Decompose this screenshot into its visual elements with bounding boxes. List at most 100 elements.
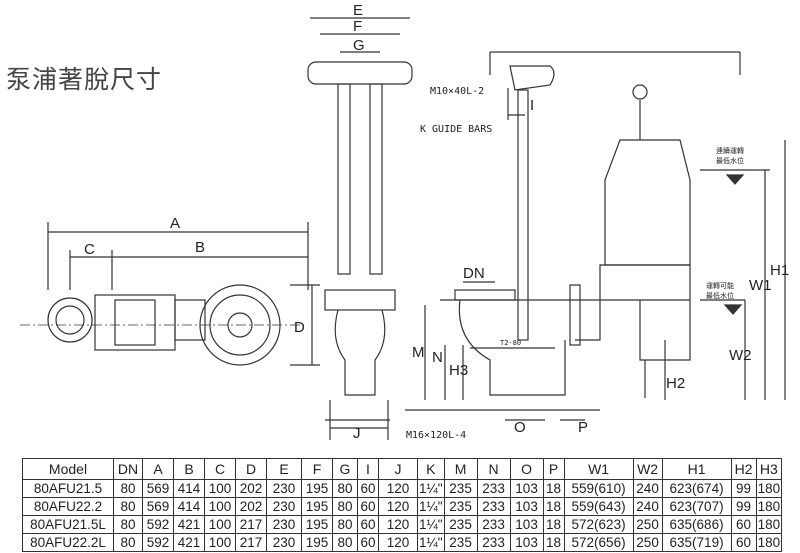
table-cell: 80AFU22.2L — [22, 533, 114, 552]
table-cell: 414 — [173, 497, 205, 516]
table-cell: 80 — [113, 515, 143, 534]
note-bolt-base: M16×120L-4 — [406, 430, 466, 441]
table-cell: 235 — [443, 533, 478, 552]
table-cell: 18 — [542, 497, 565, 516]
plan-view — [20, 222, 320, 366]
table-cell: 1¼" — [417, 533, 445, 552]
table-cell: 559(610) — [563, 479, 634, 498]
table-cell: 623(707) — [661, 497, 732, 516]
table-cell: 99 — [730, 497, 757, 516]
table-cell: 18 — [542, 515, 565, 534]
table-cell: 80 — [113, 497, 143, 516]
note-cont-level-2: 最低水位 — [716, 156, 744, 165]
table-cell: 250 — [632, 515, 663, 534]
table-cell: 235 — [443, 497, 478, 516]
dim-G: G — [353, 37, 365, 54]
column-header: K — [417, 458, 445, 480]
table-cell: 202 — [235, 497, 267, 516]
table-cell: 235 — [443, 515, 478, 534]
dim-O: O — [514, 419, 526, 436]
table-cell: 250 — [632, 533, 663, 552]
column-header: D — [235, 458, 267, 480]
table-cell: 233 — [476, 515, 511, 534]
column-header: N — [476, 458, 511, 480]
table-cell: 60 — [730, 533, 757, 552]
table-cell: 80 — [113, 479, 143, 498]
dim-DN: DN — [463, 265, 485, 282]
table-cell: 569 — [142, 479, 174, 498]
side-view — [405, 51, 786, 421]
table-cell: 18 — [542, 479, 565, 498]
table-cell: 572(623) — [563, 515, 634, 534]
dim-M: M — [412, 344, 425, 361]
column-header: W1 — [563, 458, 634, 480]
table-cell: 100 — [204, 479, 236, 498]
table-cell: 80 — [113, 533, 143, 552]
table-cell: 60 — [357, 515, 379, 534]
table-cell: 100 — [204, 515, 236, 534]
table-cell: 240 — [632, 479, 663, 498]
dim-W2: W2 — [729, 347, 752, 364]
column-header: W2 — [632, 458, 663, 480]
table-cell: 635(719) — [661, 533, 732, 552]
page-title: 泵浦著脫尺寸 — [6, 65, 163, 94]
table-cell: 592 — [142, 533, 174, 552]
table-cell: 120 — [378, 515, 418, 534]
table-cell: 233 — [476, 497, 511, 516]
table-cell: 80 — [332, 497, 358, 516]
table-cell: 195 — [301, 515, 333, 534]
dimension-labels: A C B D E F G J I DN M N H3 O P H2 W2 W1… — [84, 2, 789, 442]
table-cell: 80 — [332, 479, 358, 498]
column-header: J — [378, 458, 418, 480]
table-cell: 60 — [357, 497, 379, 516]
column-header: O — [509, 458, 544, 480]
column-header: P — [542, 458, 565, 480]
table-cell: 80AFU22.2 — [22, 497, 114, 516]
table-cell: 572(656) — [563, 533, 634, 552]
table-cell: 202 — [235, 479, 267, 498]
column-header: I — [357, 458, 379, 480]
dimension-drawing: A C B D E F G J I DN M N H3 O P H2 W2 W1… — [20, 2, 789, 442]
column-header: E — [266, 458, 302, 480]
table-cell: 180 — [755, 479, 783, 498]
dim-F: F — [353, 18, 362, 35]
note-bolt-top: M10×40L-2 — [430, 86, 484, 97]
table-cell: 80 — [332, 515, 358, 534]
table-cell: 230 — [266, 515, 302, 534]
table-cell: 99 — [730, 479, 757, 498]
table-cell: 414 — [173, 479, 205, 498]
dim-A: A — [170, 215, 180, 232]
table-cell: 233 — [476, 533, 511, 552]
table-cell: 103 — [509, 515, 544, 534]
table-cell: 103 — [509, 533, 544, 552]
table-cell: 233 — [476, 479, 511, 498]
table-cell: 421 — [173, 515, 205, 534]
table-cell: 569 — [142, 497, 174, 516]
column-header: A — [142, 458, 174, 480]
note-min-level-1: 運轉可能 — [706, 281, 734, 290]
dim-H2: H2 — [666, 375, 685, 392]
column-header: DN — [113, 458, 143, 480]
table-cell: 120 — [378, 533, 418, 552]
table-cell: 103 — [509, 479, 544, 498]
dim-D: D — [294, 319, 305, 336]
note-guide-bars: K GUIDE BARS — [420, 124, 492, 135]
dim-B: B — [195, 239, 205, 256]
table-cell: 230 — [266, 497, 302, 516]
table-cell: 60 — [357, 479, 379, 498]
table-cell: 240 — [632, 497, 663, 516]
table-cell: 120 — [378, 497, 418, 516]
table-cell: 217 — [235, 515, 267, 534]
column-header: H2 — [730, 458, 757, 480]
dim-H1: H1 — [770, 262, 789, 279]
table-cell: 195 — [301, 497, 333, 516]
table-cell: 80AFU21.5 — [22, 479, 114, 498]
table-cell: 623(674) — [661, 479, 732, 498]
dim-J: J — [353, 425, 361, 442]
